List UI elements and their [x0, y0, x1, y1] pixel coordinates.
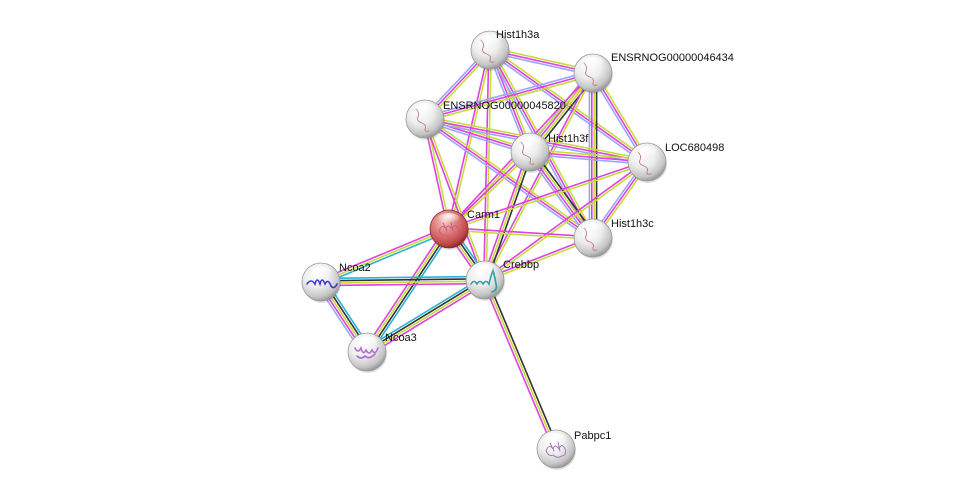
node-label: Pabpc1: [574, 430, 611, 442]
edge-strand-textmining: [425, 116, 595, 237]
node-label: Crebbp: [503, 259, 539, 271]
bubble-highlight: [518, 136, 542, 150]
edge-LOC680498-Crebbp[interactable]: [483, 160, 649, 282]
edge-strand-experiments: [321, 282, 486, 287]
bubble-highlight: [473, 264, 497, 278]
edge-strand-experiments: [529, 151, 648, 163]
protein-structure-icon: [470, 267, 498, 293]
edge-Carm1-Ncoa2[interactable]: [319, 226, 451, 285]
node-label: LOC680498: [665, 142, 724, 154]
node-label: Hist1h3a: [496, 29, 540, 41]
edge-strand-database: [369, 230, 453, 355]
node-Hist1h3a[interactable]: Hist1h3a: [470, 29, 540, 71]
edge-strand-textmining: [321, 280, 486, 284]
protein-structure-icon: [354, 345, 379, 359]
node-Pabpc1[interactable]: Pabpc1: [536, 429, 611, 470]
edge-strand-textmining: [448, 229, 593, 240]
bubble-highlight: [355, 336, 379, 350]
node-ENSRNOG00000046434[interactable]: ENSRNOG00000046434: [573, 52, 734, 94]
edge-strand-experiments: [481, 150, 529, 280]
edge-strand-textmining: [484, 279, 557, 450]
edge-strand-textmining: [530, 148, 648, 161]
bubble-highlight: [581, 57, 605, 71]
edge-Carm1-Ncoa3[interactable]: [363, 226, 453, 355]
bubble-highlight: [544, 433, 568, 447]
node-Hist1h3c[interactable]: Hist1h3c: [573, 218, 654, 259]
bubble-highlight: [478, 34, 502, 48]
edge-strand-coexpression: [486, 278, 559, 449]
node-label: Hist1h3f: [548, 133, 589, 145]
bubble-highlight: [635, 146, 659, 160]
edge-Hist1h3f-Crebbp[interactable]: [481, 150, 534, 282]
edge-ENSRNOG00000045820-Hist1h3c[interactable]: [423, 116, 595, 241]
bubble-highlight: [309, 266, 333, 280]
node-Ncoa2[interactable]: Ncoa2: [301, 262, 371, 303]
edge-strand-experiments: [483, 160, 647, 280]
bubble-highlight: [413, 103, 437, 117]
node-label: Ncoa3: [385, 332, 417, 344]
edge-ENSRNOG00000046434-ENSRNOG00000045820[interactable]: [424, 69, 594, 123]
edge-strand-coexpression: [486, 152, 534, 282]
edge-Hist1h3c-Carm1[interactable]: [448, 227, 594, 240]
edge-strand-database: [320, 275, 485, 280]
edge-strand-database: [321, 230, 451, 285]
edge-strand-experiments: [363, 226, 447, 351]
edge-strand-experiments: [319, 226, 449, 281]
edge-strand-experiments: [424, 118, 594, 239]
edge-ENSRNOG00000045820-Crebbp[interactable]: [423, 118, 487, 281]
edge-strand-homology: [423, 120, 593, 241]
edge-ENSRNOG00000046434-Crebbp[interactable]: [483, 72, 595, 281]
edge-strand-coexpression: [320, 278, 485, 282]
edge-strand-textmining: [485, 162, 649, 282]
edge-strand-experiments: [447, 49, 490, 229]
nodes-layer: Hist1h3aENSRNOG00000046434ENSRNOG0000004…: [301, 29, 734, 470]
edge-strand-homology: [529, 153, 647, 166]
node-Carm1[interactable]: Carm1: [429, 209, 500, 250]
edge-strand-coexpression: [367, 229, 451, 354]
node-label: ENSRNOG00000045820: [443, 100, 566, 112]
edge-strand-textmining: [365, 227, 449, 352]
edge-strand-experiments: [424, 72, 594, 120]
edge-strand-homology: [424, 69, 593, 118]
node-Crebbp[interactable]: Crebbp: [465, 259, 539, 301]
edge-strand-textmining: [425, 118, 487, 280]
edge-Ncoa3-Crebbp[interactable]: [364, 276, 488, 356]
edge-strand-experiments: [483, 72, 593, 280]
edge-Crebbp-Pabpc1[interactable]: [482, 278, 559, 451]
node-LOC680498[interactable]: LOC680498: [627, 142, 724, 183]
bubble-highlight: [581, 222, 605, 236]
node-label: Carm1: [467, 209, 500, 221]
edge-strand-textmining: [367, 280, 487, 354]
bubble-highlight: [437, 213, 461, 227]
node-label: Hist1h3c: [611, 218, 654, 230]
edge-strand-textmining: [425, 74, 594, 123]
protein-structure-icon: [306, 279, 338, 289]
node-Ncoa3[interactable]: Ncoa3: [347, 332, 417, 373]
edge-strand-experiments: [482, 280, 555, 451]
edge-strand-experiments: [449, 227, 594, 238]
edge-Hist1h3f-LOC680498[interactable]: [529, 148, 648, 166]
edge-strand-textmining: [320, 228, 450, 283]
edge-strand-experiments: [368, 282, 488, 356]
node-label: Ncoa2: [339, 262, 371, 274]
node-label: ENSRNOG00000046434: [611, 52, 734, 64]
node-ENSRNOG00000045820[interactable]: ENSRNOG00000045820: [405, 99, 566, 140]
edge-strand-textmining: [485, 73, 595, 281]
edge-strand-textmining: [484, 151, 531, 281]
edge-LOC680498-Carm1[interactable]: [448, 160, 648, 231]
edge-Ncoa2-Crebbp[interactable]: [320, 275, 486, 287]
edge-strand-textmining: [449, 162, 648, 231]
node-Hist1h3f[interactable]: Hist1h3f: [510, 132, 589, 173]
edge-strand-coexpression: [365, 278, 485, 352]
edge-strand-experiments: [448, 160, 647, 229]
edge-strand-experiments: [423, 119, 485, 281]
edge-strand-database: [364, 276, 484, 350]
